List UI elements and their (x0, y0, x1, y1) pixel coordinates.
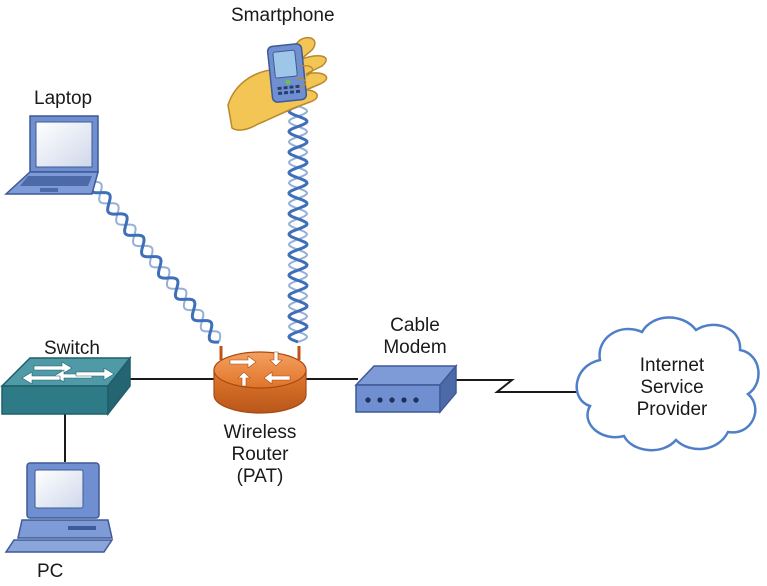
laptop-screen (35, 121, 93, 168)
smartphone-in-hand-icon (227, 36, 328, 131)
pc-label: PC (37, 561, 64, 582)
isp-label-line3: Provider (636, 399, 708, 420)
cloud-icon (575, 316, 760, 452)
wired-links (64, 378, 578, 462)
pc-base (17, 519, 113, 539)
wireless-links (89, 104, 309, 344)
cable-modem-icon (354, 363, 458, 415)
router-label: Wireless Router (PAT) (205, 422, 315, 488)
router-label-line3: (PAT) (236, 466, 284, 487)
smartphone-label: Smartphone (231, 5, 335, 26)
pc-icon (4, 462, 114, 553)
switch-icon (0, 355, 132, 417)
router-label-line2: Router (231, 444, 289, 465)
router-top (213, 351, 307, 389)
isp-label-line1: Internet (639, 355, 705, 376)
modem-side (439, 363, 457, 415)
router-label-line1: Wireless (223, 422, 297, 443)
pc-keyboard (4, 539, 114, 553)
isp-cloud (575, 316, 760, 452)
wireless-router-icon (213, 346, 307, 414)
modem-isp-link (456, 379, 578, 393)
modem-top (354, 365, 458, 386)
laptop-router-wireless-link-strand-a (89, 181, 220, 344)
isp-label: Internet Service Provider (617, 355, 727, 421)
modem-label: Cable Modem (370, 315, 460, 359)
laptop-router-wireless-link-strand-b (91, 180, 222, 343)
isp-label-line2: Service (640, 377, 704, 398)
modem-label-line1: Cable (390, 315, 440, 336)
smartphone-router-wireless-link-strand-a (287, 104, 309, 344)
switch-label: Switch (44, 338, 100, 359)
phone-screen (272, 49, 298, 79)
laptop-label: Laptop (34, 88, 93, 109)
switch-side (107, 355, 131, 417)
smartphone-router-wireless-link-strand-b (287, 105, 309, 343)
switch-front (1, 385, 109, 415)
modem-lights (365, 397, 419, 403)
pc-screen (34, 469, 84, 509)
laptop-icon (4, 115, 99, 195)
modem-label-line2: Modem (383, 337, 447, 358)
